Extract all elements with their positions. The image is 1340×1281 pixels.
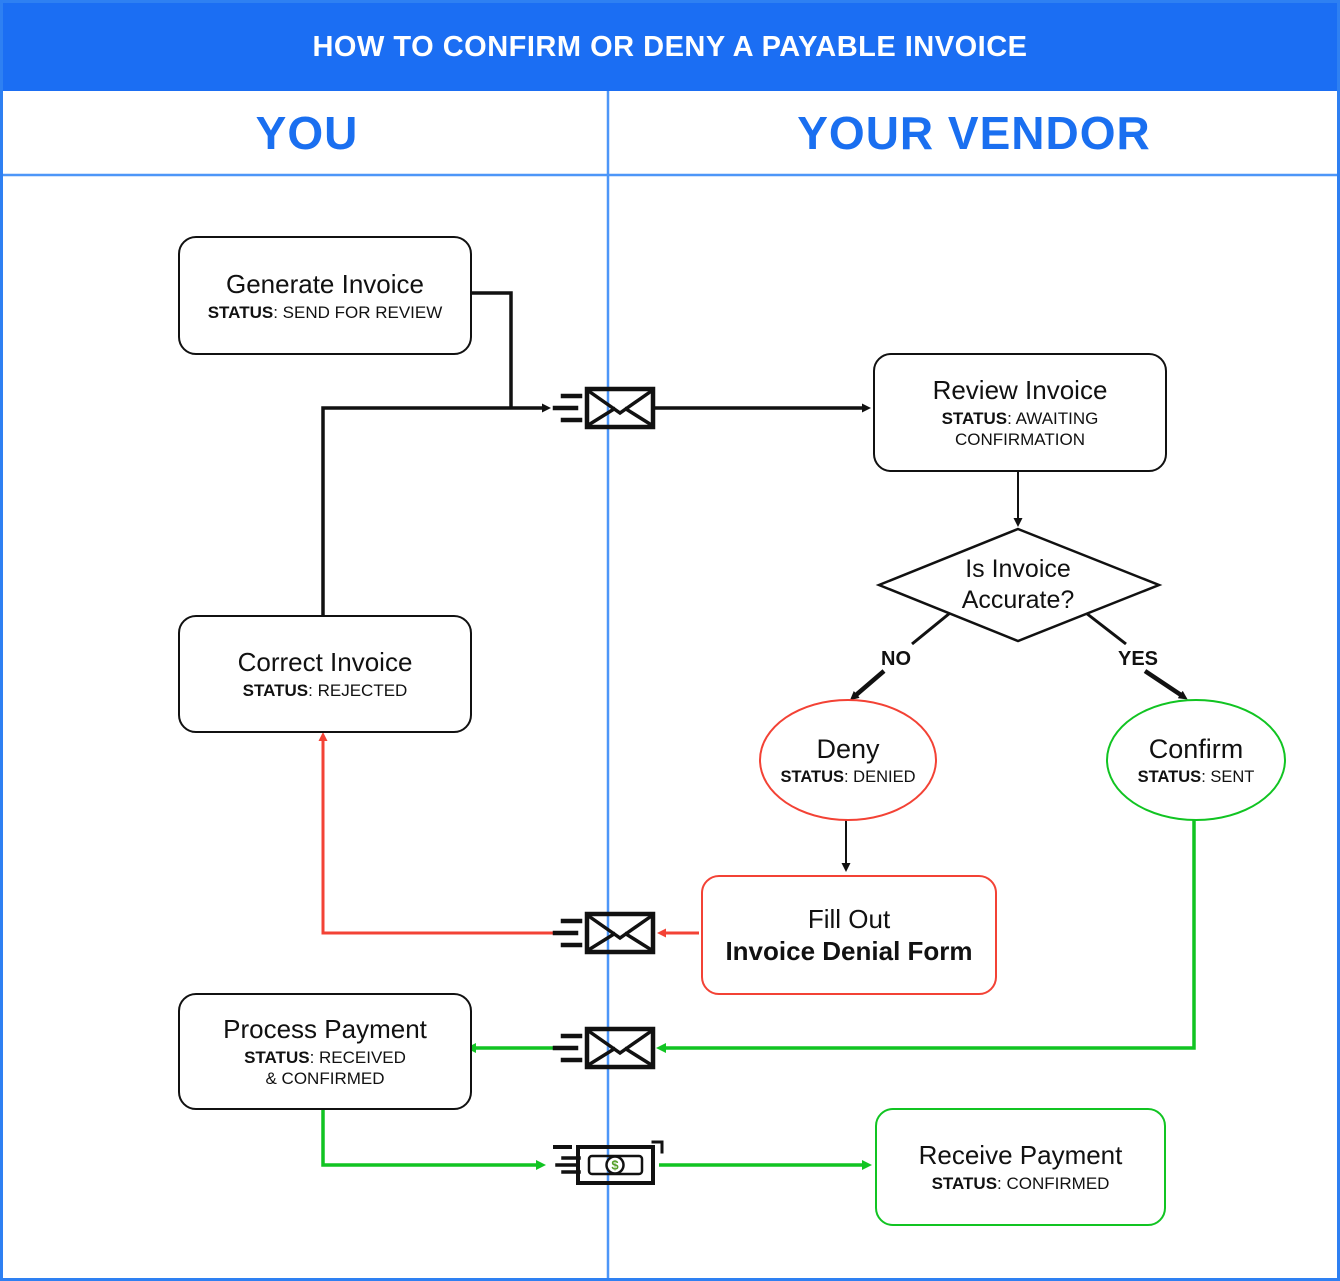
node-status: STATUS: DENIED <box>780 767 915 787</box>
envelope-icon <box>552 386 656 430</box>
status-value: : SENT <box>1201 767 1255 786</box>
status-value: : DENIED <box>844 767 916 786</box>
node-correct-invoice: Correct Invoice STATUS: REJECTED <box>178 615 472 733</box>
node-title: Process Payment <box>223 1014 427 1044</box>
connector-decision-no-upper <box>911 611 951 646</box>
node-title: Review Invoice <box>932 375 1108 405</box>
status-label: STATUS <box>780 767 845 786</box>
lane-label-you: YOU <box>255 107 359 159</box>
node-status-line2: CONFIRMATION <box>954 430 1085 449</box>
node-status: STATUS: RECEIVED <box>244 1047 406 1068</box>
node-status: STATUS: CONFIRMED <box>932 1173 1110 1194</box>
connector-layer: $ <box>3 91 1337 1278</box>
node-fill-out-denial-form: Fill Out Invoice Denial Form <box>701 875 997 995</box>
connector-confirm-to-mail <box>656 817 1196 1053</box>
status-label: STATUS <box>207 302 274 322</box>
decision-label-no: NO <box>881 648 911 670</box>
node-review-invoice: Review Invoice STATUS: AWAITING CONFIRMA… <box>873 353 1167 472</box>
lane-header-band: YOU YOUR VENDOR <box>3 91 1337 175</box>
connector-decision-no-arrow <box>849 669 886 701</box>
node-receive-payment: Receive Payment STATUS: CONFIRMED <box>875 1108 1166 1226</box>
status-label: STATUS <box>931 1174 998 1193</box>
node-confirm: Confirm STATUS: SENT <box>1106 699 1286 821</box>
node-title: Correct Invoice <box>237 647 413 677</box>
node-generate-invoice: Generate Invoice STATUS: SEND FOR REVIEW <box>178 236 472 355</box>
status-label: STATUS <box>244 1048 310 1067</box>
node-status: STATUS: REJECTED <box>243 680 408 701</box>
connector-mail-to-correct <box>318 732 554 935</box>
connector-decision-yes-arrow <box>1143 669 1188 700</box>
dollar-glyph: $ <box>611 1158 619 1173</box>
status-value: : AWAITING <box>1007 409 1099 428</box>
node-status: STATUS: SENT <box>1138 767 1255 787</box>
status-label: STATUS <box>941 409 1008 428</box>
node-title: Generate Invoice <box>225 268 424 299</box>
banknote-icon: $ <box>553 1140 664 1185</box>
page-title: HOW TO CONFIRM OR DENY A PAYABLE INVOICE <box>312 30 1028 63</box>
envelope-icon <box>552 911 656 955</box>
node-process-payment: Process Payment STATUS: RECEIVED & CONFI… <box>178 993 472 1110</box>
node-deny: Deny STATUS: DENIED <box>759 699 937 821</box>
connector-generate-to-junction <box>465 291 513 408</box>
decision-diamond <box>875 527 1163 643</box>
node-line2: Invoice Denial Form <box>725 936 973 966</box>
status-label: STATUS <box>1137 767 1202 786</box>
node-line1: Fill Out <box>807 904 891 934</box>
status-label: STATUS <box>242 681 309 700</box>
status-value: : SEND FOR REVIEW <box>273 302 443 322</box>
decision-label-yes: YES <box>1117 648 1159 670</box>
connector-decision-yes-upper <box>1085 611 1127 646</box>
status-value: : RECEIVED <box>309 1048 406 1067</box>
status-value: : REJECTED <box>308 681 408 700</box>
lane-label-vendor: YOUR VENDOR <box>797 107 1151 159</box>
node-title: Deny <box>816 733 880 764</box>
title-bar: HOW TO CONFIRM OR DENY A PAYABLE INVOICE <box>3 3 1337 91</box>
node-status-line2: & CONFIRMED <box>265 1069 385 1088</box>
node-decision-text: Is Invoice Accurate? <box>961 555 1075 614</box>
node-title: Receive Payment <box>918 1140 1123 1170</box>
node-title: Confirm <box>1148 733 1244 764</box>
connector-correct-junction-to-mail <box>321 403 551 617</box>
status-value: : CONFIRMED <box>997 1174 1110 1193</box>
connector-process-to-cash <box>321 1107 546 1170</box>
node-status: STATUS: AWAITING <box>942 408 1099 429</box>
node-status: STATUS: SEND FOR REVIEW <box>208 302 443 323</box>
envelope-icon <box>552 1026 656 1070</box>
